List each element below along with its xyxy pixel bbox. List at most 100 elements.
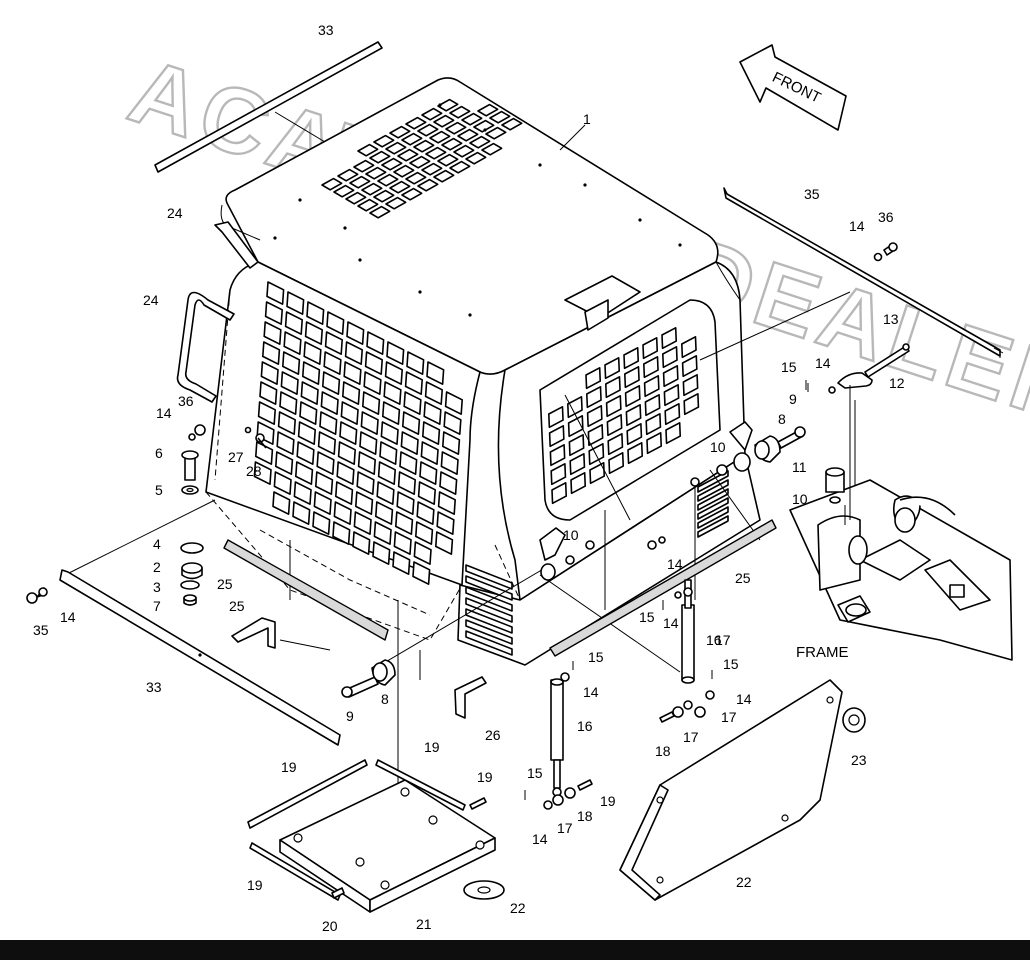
- grid-cell: [413, 139, 435, 153]
- callout-number: 35: [804, 186, 820, 202]
- grid-cell: [393, 164, 415, 178]
- grid-cell: [319, 411, 338, 435]
- callout-number: 26: [485, 727, 501, 743]
- grid-cell: [257, 401, 276, 425]
- grid-cell: [682, 374, 699, 397]
- callout-number: 22: [736, 874, 752, 890]
- grid-cell: [373, 134, 395, 148]
- grid-cell: [642, 337, 659, 360]
- grid-cell: [321, 371, 341, 395]
- grid-cell: [274, 451, 294, 475]
- grid-cell: [353, 159, 375, 173]
- grid-cell: [445, 121, 467, 135]
- grid-cell: [321, 177, 343, 191]
- side-screen-grid: [253, 281, 463, 585]
- grid-cell: [444, 391, 463, 415]
- grid-cell: [423, 401, 442, 425]
- front-direction-arrow: FRONT: [739, 44, 847, 131]
- grid-cell: [681, 355, 698, 378]
- grid-cell: [312, 511, 331, 535]
- grid-cell: [373, 521, 392, 545]
- grid-cell: [405, 171, 427, 185]
- roof-vent-grid: [321, 98, 523, 219]
- grid-cell: [284, 311, 303, 335]
- grid-cell: [385, 141, 407, 155]
- grid-cell: [333, 184, 355, 198]
- grid-cell: [261, 341, 281, 365]
- gas-strut-right: [681, 579, 695, 710]
- grid-cell: [627, 442, 644, 465]
- part-23-grab-handle: [176, 291, 235, 403]
- grid-cell: [352, 531, 371, 555]
- grid-cell: [588, 443, 605, 466]
- upper-right-bolt-spacer: [754, 426, 806, 463]
- bottom-bar: [0, 940, 1030, 960]
- grid-cell: [645, 413, 662, 436]
- grid-cell: [341, 381, 361, 405]
- grid-cell: [259, 381, 278, 405]
- front-window-grid: [548, 327, 700, 505]
- grid-cell: [345, 191, 367, 205]
- frame-label: FRAME: [796, 644, 849, 661]
- grid-cell: [401, 132, 423, 146]
- grid-cell: [316, 451, 335, 475]
- grid-cell: [296, 441, 315, 465]
- latch-assemblies: [539, 421, 753, 581]
- grid-cell: [361, 182, 383, 196]
- grid-cell: [377, 173, 399, 187]
- grid-cell: [607, 433, 624, 456]
- callout-number: 12: [889, 375, 905, 391]
- grid-cell: [280, 371, 299, 395]
- callout-number: 28: [246, 463, 262, 479]
- roof-rivets: [273, 103, 682, 317]
- grid-cell: [313, 491, 332, 515]
- grid-cell: [646, 432, 663, 455]
- grid-cell: [381, 157, 403, 171]
- grid-cell: [473, 119, 495, 133]
- callout-number: 19: [281, 759, 297, 775]
- grid-cell: [392, 551, 411, 575]
- grid-cell: [279, 391, 298, 415]
- callout-number: 18: [577, 808, 593, 824]
- part-25-left-seal: [223, 539, 389, 641]
- grid-cell: [264, 301, 283, 325]
- grid-cell: [585, 367, 602, 390]
- grid-cell: [283, 331, 302, 355]
- grid-cell: [300, 381, 319, 405]
- grid-cell: [317, 431, 336, 455]
- grid-cell: [548, 406, 564, 429]
- grid-cell: [374, 501, 394, 525]
- grid-cell: [626, 423, 643, 446]
- grid-cell: [437, 153, 459, 167]
- grid-cell: [429, 130, 451, 144]
- grid-cell: [663, 384, 680, 407]
- grid-cell: [605, 376, 621, 399]
- part-24-bottom-hook: [231, 617, 276, 649]
- grid-cell: [664, 403, 681, 426]
- grid-cell: [608, 452, 625, 475]
- grid-cell: [409, 155, 431, 169]
- part-19-strips: [247, 759, 487, 901]
- grid-cell: [421, 162, 443, 176]
- grid-cell: [465, 151, 487, 165]
- grid-cell: [399, 451, 418, 475]
- vent-slot: [465, 564, 513, 590]
- grid-cell: [413, 541, 432, 565]
- grid-cell: [412, 561, 431, 585]
- grid-cell: [260, 361, 279, 385]
- callout-number: 13: [883, 311, 899, 327]
- grid-cell: [437, 491, 456, 515]
- callout-number: 16: [577, 718, 593, 734]
- grid-cell: [364, 351, 383, 375]
- grid-cell: [383, 381, 402, 405]
- grid-cell: [449, 105, 471, 119]
- grid-cell: [379, 441, 398, 465]
- grid-cell: [356, 471, 375, 495]
- grid-cell: [357, 198, 379, 212]
- grid-cell: [326, 311, 345, 335]
- grid-cell: [366, 331, 385, 355]
- callout-number: 25: [217, 576, 233, 592]
- grid-cell: [586, 386, 602, 409]
- callout-number: 14: [583, 684, 599, 700]
